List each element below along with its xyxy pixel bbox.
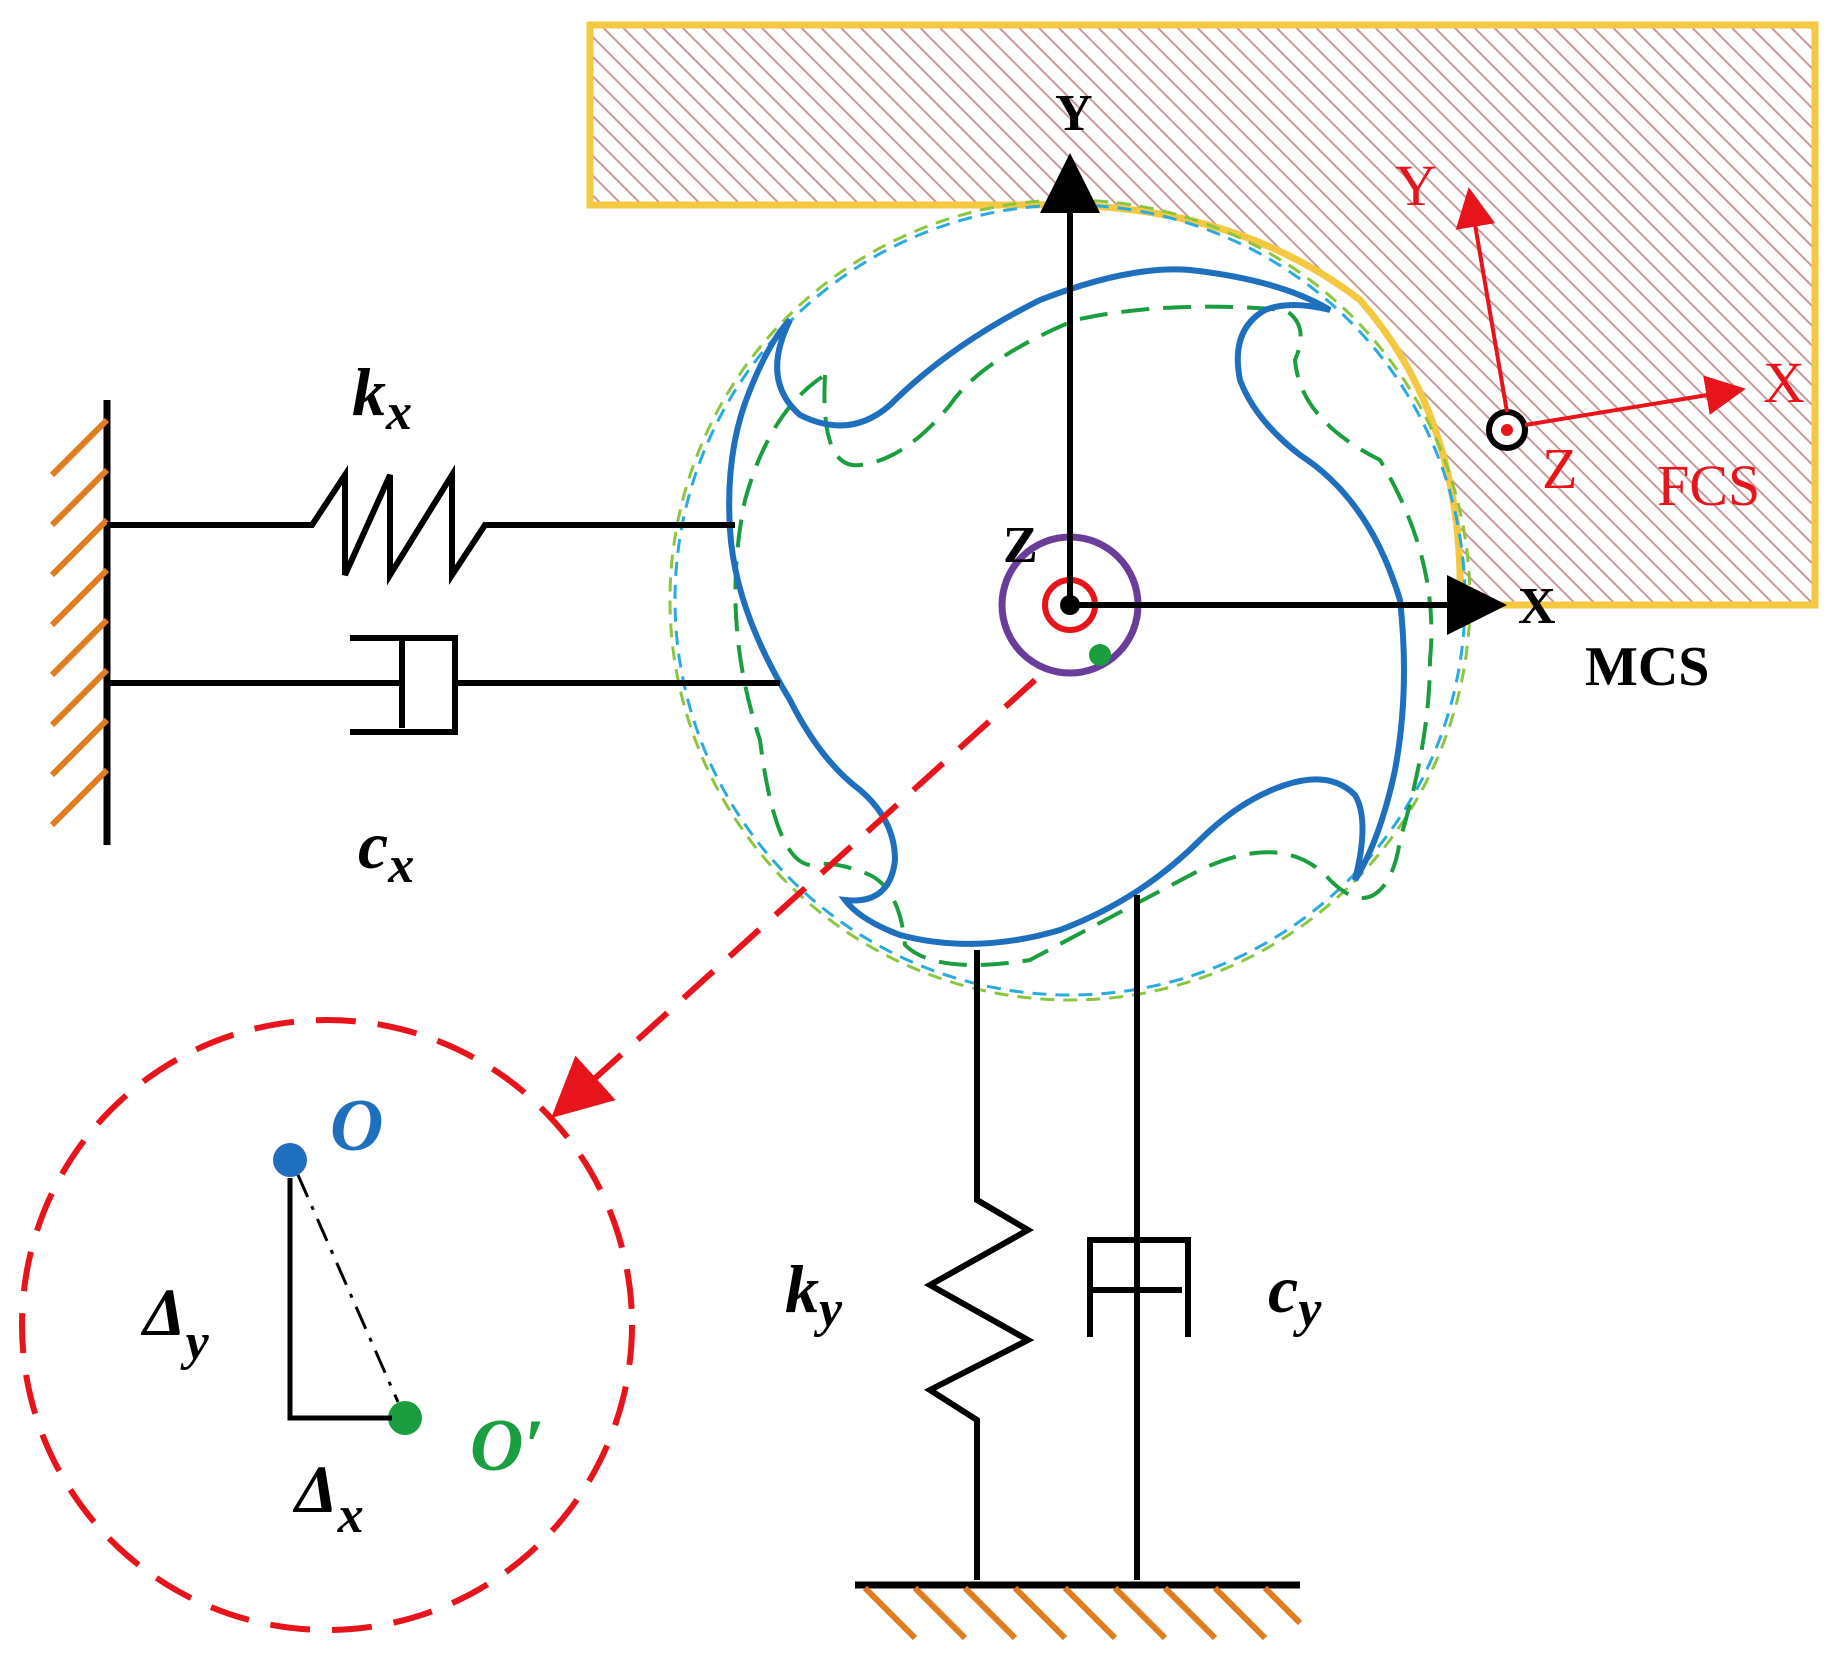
fcs-x-label: X	[1763, 350, 1805, 415]
delta-y-label: Δy	[140, 1274, 210, 1371]
ky-label: ky	[785, 1251, 843, 1338]
center-o-dot	[273, 1143, 307, 1177]
cy-damper	[1087, 895, 1191, 1580]
offset-cutter-outline	[733, 304, 1434, 967]
fcs-x-axis	[1524, 375, 1746, 427]
workpiece	[586, 21, 1819, 609]
ground-hatch	[862, 1585, 1303, 1641]
delta-x-label: Δx	[292, 1451, 364, 1544]
mcs-z-label: Z	[1003, 517, 1038, 574]
fcs-y-label: Y	[1395, 153, 1437, 218]
detail-circle	[19, 1017, 635, 1633]
left-wall-hatch	[49, 417, 110, 828]
cy-label: cy	[1268, 1251, 1322, 1338]
ground	[855, 1581, 1303, 1641]
zoom-arrow	[551, 677, 1038, 1119]
mcs-y-label: Y	[1055, 85, 1093, 142]
workpiece-block	[586, 21, 1819, 609]
fcs-name-label: FCS	[1657, 453, 1760, 518]
center-o-label: O	[330, 1085, 383, 1167]
offset-triangle	[287, 1178, 392, 1421]
fcs-origin-dot	[1501, 424, 1513, 436]
mcs-x-label: X	[1518, 578, 1556, 635]
kx-label: kx	[352, 354, 412, 441]
ky-spring	[923, 950, 1035, 1580]
cx-damper	[107, 635, 780, 735]
offset-center-dot	[1089, 644, 1111, 666]
kx-spring	[107, 464, 735, 586]
offset-line	[296, 1174, 400, 1403]
fcs-z-label: Z	[1542, 436, 1577, 501]
mcs-name-label: MCS	[1585, 636, 1709, 698]
cx-label: cx	[358, 807, 414, 894]
center-o-prime-label: O′	[470, 1405, 544, 1487]
left-wall	[49, 400, 111, 845]
fcs-y-axis	[1455, 187, 1509, 413]
cutter-outline	[726, 266, 1407, 947]
center-o-prime-dot	[388, 1401, 422, 1435]
